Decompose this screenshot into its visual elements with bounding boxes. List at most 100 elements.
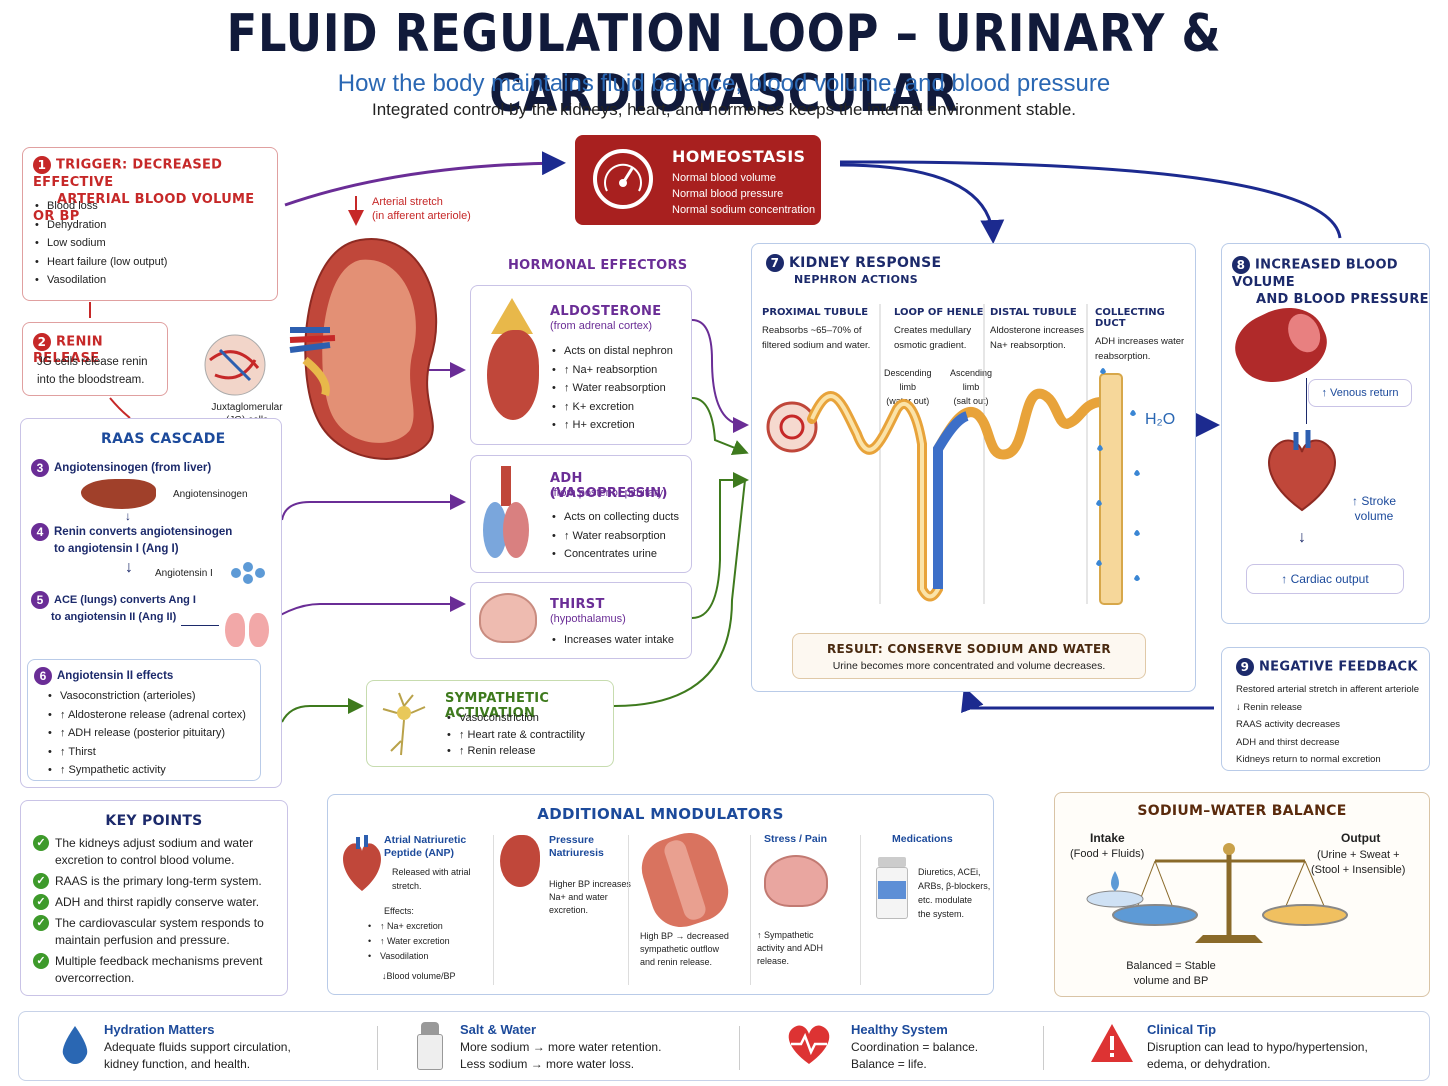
homeostasis-box: HOMEOSTASIS Normal blood volume Normal b… — [575, 135, 821, 225]
anp-list: ↑ Na+ excretion ↑ Water excretion Vasodi… — [366, 919, 450, 964]
meds-text-line: the system. — [918, 909, 965, 919]
divider — [377, 1026, 378, 1070]
divider — [739, 1026, 740, 1070]
renin-text: JG cells release renin into the bloodstr… — [37, 353, 148, 389]
arrow-adh-to-kidney — [691, 397, 749, 455]
output-label: Output — [1341, 831, 1381, 845]
stress-title: Stress / Pain — [764, 833, 828, 845]
divider — [750, 835, 751, 985]
dt-text: Na+ reabsorption. — [990, 340, 1066, 351]
arrow-down-icon — [1306, 378, 1307, 424]
list-item: Restored arterial stretch in afferent ar… — [1236, 684, 1420, 695]
arrow-raas-to-thirst — [254, 596, 466, 633]
adh-title: ADH (VASOPRESSIN) — [550, 471, 668, 501]
anp-title-line: Peptide (ANP) — [384, 847, 455, 859]
stretch-line: (in afferent arteriole) — [372, 210, 471, 222]
list-item: ↑ ADH release (posterior pituitary) — [46, 724, 246, 743]
arrow-down-icon: ↓ — [125, 509, 131, 523]
page-tagline: Integrated control by the kidneys, heart… — [371, 100, 1077, 119]
list-item: ↑ Water excretion — [366, 934, 450, 949]
thirst-list: Increases water intake — [550, 631, 674, 650]
meds-text-line: ARBs, β-blockers, — [918, 881, 991, 891]
warning-icon — [1089, 1022, 1135, 1064]
stress-text-line: ↑ Sympathetic — [757, 930, 814, 940]
footer-text: More sodium → more water retention. — [460, 1040, 662, 1054]
footer-text: Disruption can lead to hypo/hypertension… — [1147, 1040, 1368, 1054]
arrow-aldo-to-kidney — [691, 319, 749, 433]
pt-title: PROXIMAL TUBULE — [762, 307, 869, 318]
medications-title: Medications — [892, 833, 953, 845]
divider — [860, 835, 861, 985]
jg-line: Juxtaglomerular — [211, 402, 283, 413]
list-item: ↑ Heart rate & contractility — [445, 727, 585, 744]
result-text: Urine becomes more concentrated and volu… — [832, 660, 1106, 672]
footer-title: Healthy System — [851, 1022, 948, 1037]
list-item: Concentrates urine — [550, 545, 679, 564]
anp-text-line: stretch. — [392, 881, 422, 891]
pt-text: filtered sodium and water. — [762, 340, 871, 351]
aldosterone-source: (from adrenal cortex) — [550, 320, 653, 332]
adh-box: ADH (VASOPRESSIN) (from posterior pituit… — [470, 455, 692, 573]
desc-line: Descending — [884, 368, 932, 378]
intake-label: Intake — [1090, 831, 1125, 845]
list-item: ADH and thirst decrease — [1236, 736, 1340, 748]
list-item: Dehydration — [33, 216, 167, 235]
arrow-down-icon: ↓ — [125, 559, 133, 576]
list-item: Vasoconstriction (arterioles) — [46, 687, 246, 706]
step-text: to angiotensin I (Ang I) — [54, 543, 179, 555]
step-badge: 8 — [1232, 256, 1250, 274]
list-item: ↑ Water reabsorption — [550, 379, 673, 398]
homeostasis-item: Normal sodium concentration — [672, 204, 816, 216]
list-item: RAAS activity decreases — [1236, 719, 1341, 730]
pn-text-line: Higher BP increases — [549, 879, 631, 889]
hbp-text: High BP → decreased sympathetic outflow … — [640, 930, 729, 969]
anp-text-line: Released with atrial — [392, 867, 471, 877]
gauge-icon — [593, 149, 653, 209]
footer-text: edema, or dehydration. — [1147, 1057, 1271, 1071]
step-badge: 4 — [31, 523, 49, 541]
step-text: Renin converts angiotensinogen — [54, 526, 233, 539]
list-item: Acts on collecting ducts — [550, 508, 679, 527]
dt-title: DISTAL TUBULE — [990, 307, 1077, 318]
dt-text: Aldosterone increases — [990, 325, 1084, 336]
arrow-renin-to-raas — [109, 397, 131, 419]
stress-text-line: activity and ADH — [757, 943, 824, 953]
footer-text: Less sodium → more water loss. — [460, 1057, 635, 1071]
salt-shaker-icon — [417, 1022, 443, 1070]
pn-title: Pressure Natriuresis — [549, 834, 604, 860]
pn-text: Higher BP increases Na+ and water excret… — [549, 878, 631, 917]
step-text: Angiotensin II effects — [57, 670, 174, 683]
list-item: ↑ Sympathetic activity — [46, 761, 246, 780]
arrow-right-icon — [181, 625, 219, 626]
arterial-stretch-label: Arterial stretch (in afferent arteriole) — [372, 195, 471, 223]
stress-text-line: release. — [757, 956, 790, 966]
stress-text: ↑ Sympathetic activity and ADH release. — [757, 929, 823, 968]
list-item: ↑ Thirst — [46, 743, 246, 762]
h2o-label: H₂O — [1145, 411, 1176, 428]
heart-icon — [1262, 430, 1342, 514]
anp-result: ↓Blood volume/BP — [382, 971, 456, 981]
ang2-list: Vasoconstriction (arterioles) ↑ Aldoster… — [46, 687, 246, 780]
asc-line: limb — [962, 382, 980, 392]
anp-text: Released with atrial stretch. — [392, 865, 471, 893]
stroke-line: volume — [1354, 509, 1394, 523]
trigger-list: Blood loss Dehydration Low sodium Heart … — [33, 197, 167, 290]
arrow-raas-to-adh — [281, 494, 466, 521]
list-item: Heart failure (low output) — [33, 253, 167, 272]
asc-line: Ascending — [950, 368, 993, 378]
meds-text-line: etc. modulate — [918, 895, 973, 905]
list-item: Vasodilation — [366, 949, 450, 964]
renin-title-text: RENIN RELEASE — [33, 334, 103, 367]
trigger-title-line: TRIGGER: DECREASED EFFECTIVE — [33, 157, 223, 191]
balance-title: SODIUM–WATER BALANCE — [1137, 803, 1347, 819]
modulators-box: ADDITIONAL MNODULATORS Atrial Natriureti… — [327, 794, 994, 995]
adh-list: Acts on collecting ducts ↑ Water reabsor… — [550, 508, 679, 564]
kidney-icon — [500, 835, 540, 887]
step-badge: 5 — [31, 591, 49, 609]
arrow-increased-to-homeostasis — [839, 160, 1342, 239]
modulators-title: ADDITIONAL MNODULATORS — [537, 805, 784, 823]
